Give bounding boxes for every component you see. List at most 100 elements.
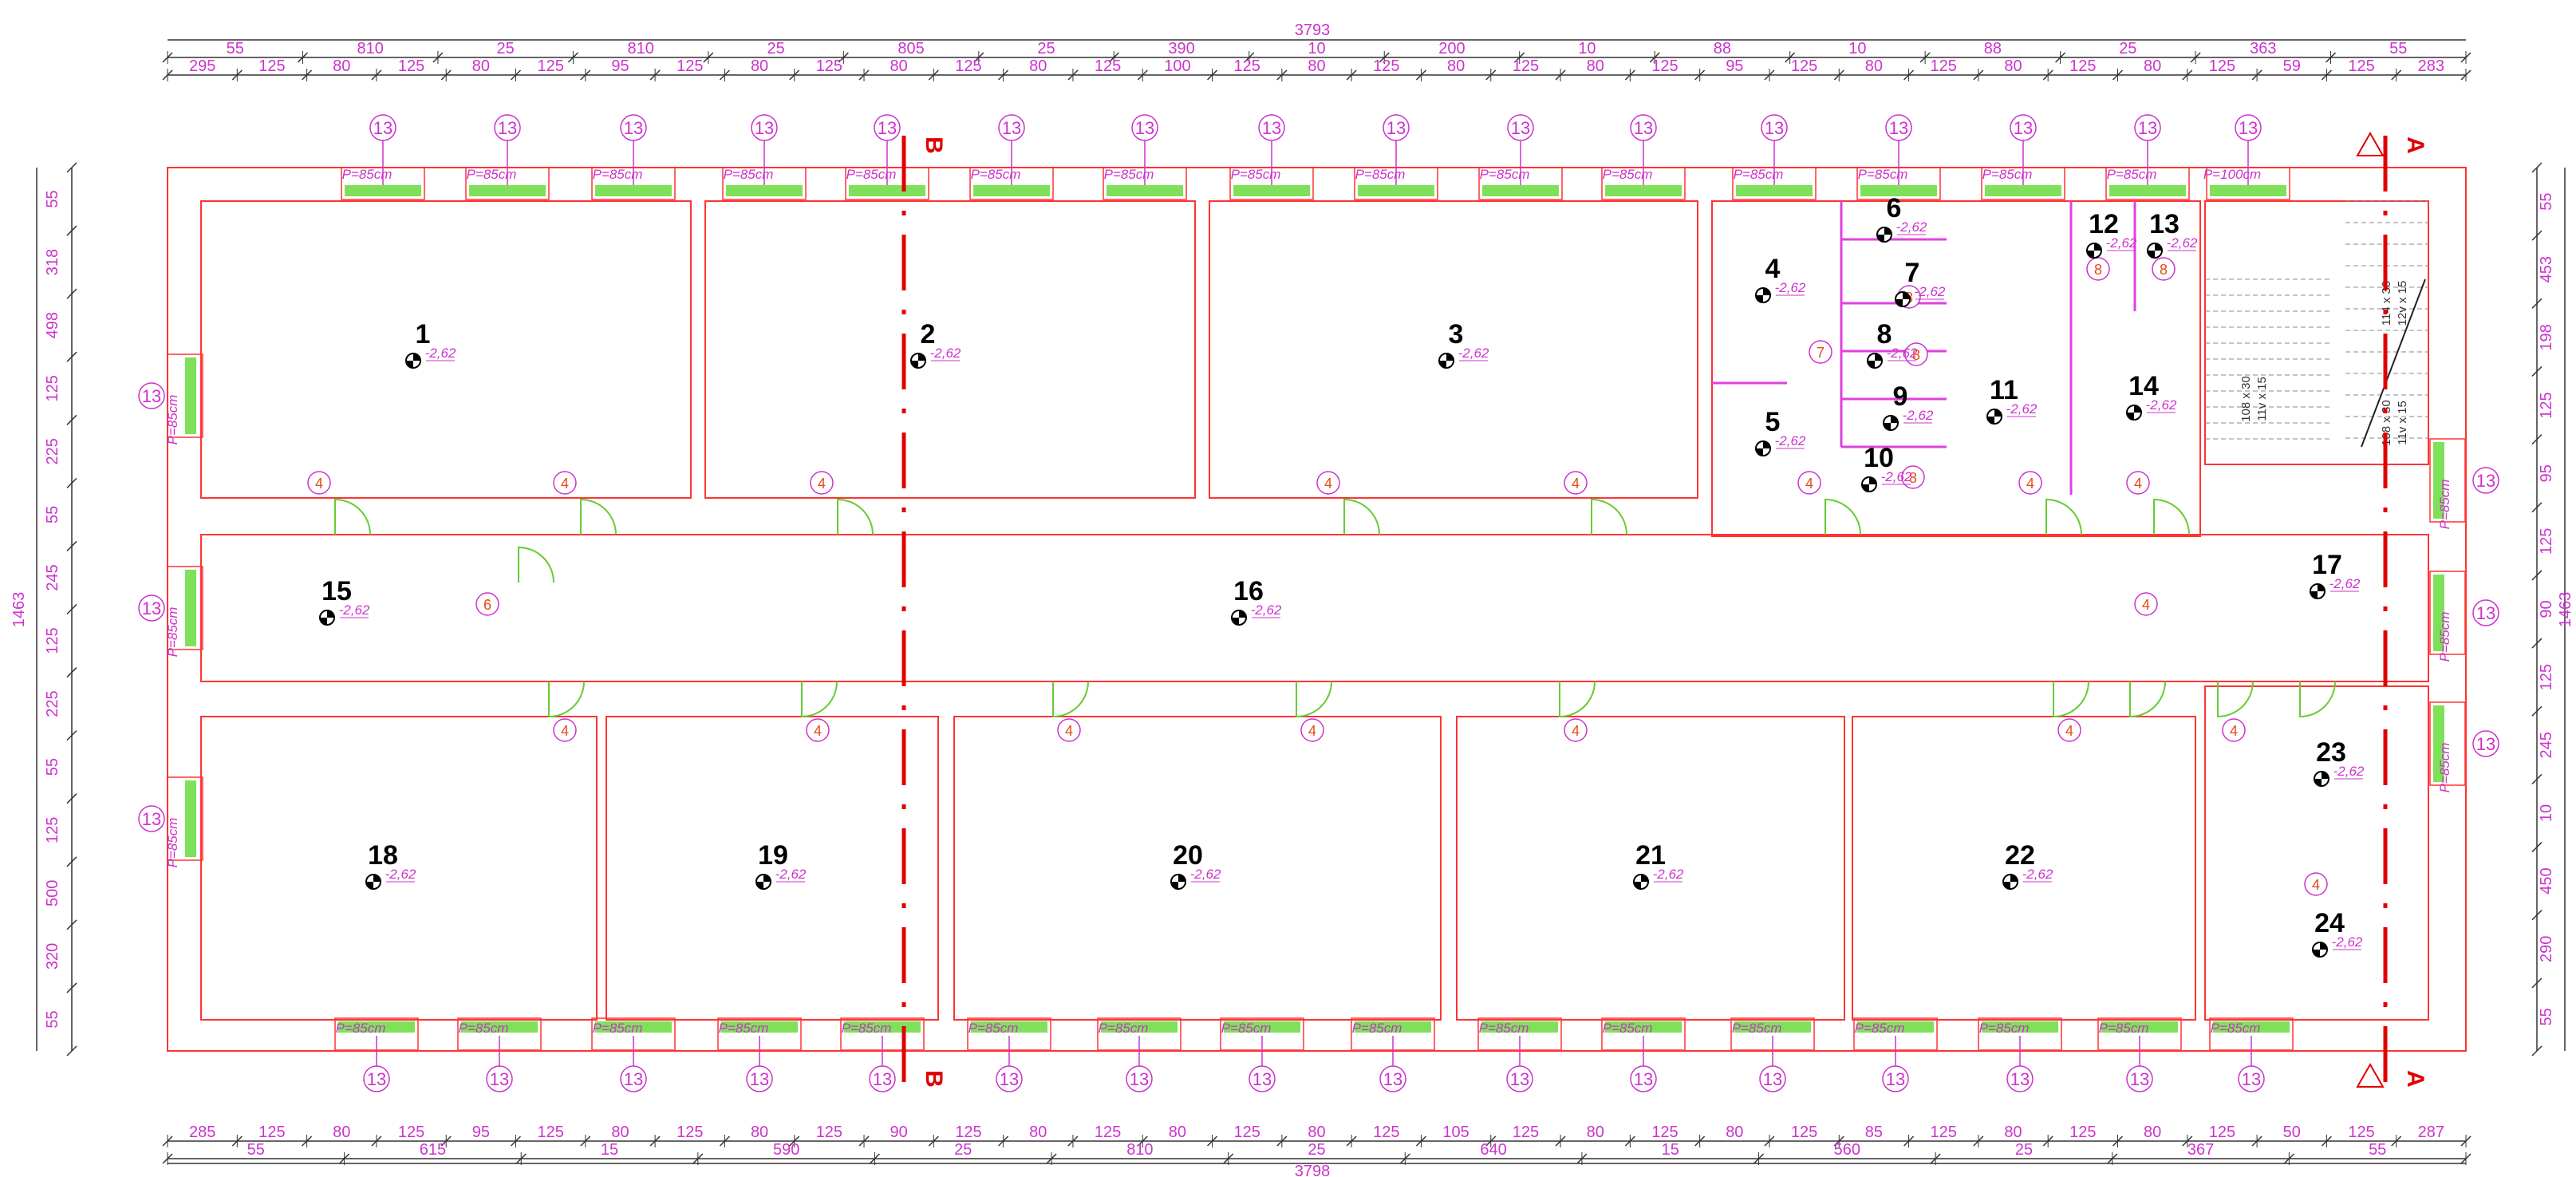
window-tag-circle xyxy=(494,114,521,141)
window-tag-circle xyxy=(1131,114,1158,141)
window-glass xyxy=(726,185,803,196)
window-sill-label: P=85cm xyxy=(1221,1021,1272,1036)
dim-label: 55 xyxy=(44,758,61,776)
level-marker-fill xyxy=(1877,227,1892,242)
window-frame xyxy=(2429,571,2466,655)
window-sill-label: P=85cm xyxy=(2099,1021,2149,1036)
window-tag-circle xyxy=(1383,114,1410,141)
dim-label: 125 xyxy=(2209,1124,2235,1141)
dim-label: 805 xyxy=(897,40,924,57)
stair-arrow xyxy=(2361,278,2426,448)
window-tag-circle xyxy=(2134,114,2161,141)
room-number: 11 xyxy=(1990,375,2018,405)
dim-label: 55 xyxy=(44,190,61,207)
dim-label: 125 xyxy=(677,57,703,75)
dim-tick xyxy=(66,856,77,867)
dim-label: 80 xyxy=(1447,57,1465,75)
window-sill-label: P=85cm xyxy=(2107,167,2157,182)
window-tag-circle xyxy=(1885,114,1912,141)
room-22: 22-2,62 xyxy=(2002,840,2053,890)
stair-block xyxy=(2204,200,2429,465)
dim-label: 25 xyxy=(1037,40,1055,57)
dim-label: 390 xyxy=(1168,40,1194,57)
room-16: 16-2,62 xyxy=(1231,576,1282,626)
dim-label: 88 xyxy=(1984,40,2002,57)
window-tag: 13 xyxy=(498,118,517,138)
door-tag: 8 xyxy=(1912,347,1920,363)
dim-label: 80 xyxy=(1169,1124,1186,1141)
window-tag: 13 xyxy=(1763,1069,1782,1089)
dim-tick xyxy=(66,351,77,362)
section-arrow xyxy=(2356,131,2385,156)
room-21: 21-2,62 xyxy=(1633,840,1684,890)
window-glass xyxy=(971,1021,1047,1033)
window-sill-label: P=85cm xyxy=(1858,167,1908,182)
dim-label: 125 xyxy=(1931,1124,1957,1141)
room-level: -2,62 xyxy=(2329,576,2361,591)
window-tag: 13 xyxy=(1634,1069,1653,1089)
dim-label: 125 xyxy=(1234,1124,1260,1141)
level-marker-fill xyxy=(2310,584,2325,598)
room-18: 18-2,62 xyxy=(365,840,416,890)
window-tag: 13 xyxy=(1886,1069,1905,1089)
dim-tick xyxy=(2531,298,2542,309)
dim-label: 80 xyxy=(1308,57,1325,75)
window-tag: 13 xyxy=(142,598,161,618)
window-glass xyxy=(2210,185,2286,196)
window-tag: 13 xyxy=(2239,118,2258,138)
level-marker-fill xyxy=(911,353,925,368)
room-3: 3-2,62 xyxy=(1438,319,1489,369)
outer-wall xyxy=(167,167,2467,1052)
room-20: 20-2,62 xyxy=(1170,840,1221,890)
dim-label: 283 xyxy=(2418,57,2444,75)
room-number: 15 xyxy=(322,576,352,606)
window-tag-circle xyxy=(1379,1065,1406,1092)
section-arrow xyxy=(2356,1062,2385,1088)
level-marker-fill xyxy=(1756,288,1770,302)
section-label-top: A xyxy=(2402,136,2428,154)
room-level: -2,62 xyxy=(1251,602,1282,618)
dim-label: 90 xyxy=(2538,600,2555,618)
window-tag: 13 xyxy=(2476,603,2495,623)
room-19-outline xyxy=(606,716,939,1021)
dim-overall-bottom: 3798 xyxy=(1295,1163,1331,1177)
room-level: -2,62 xyxy=(2332,934,2363,950)
door-swing xyxy=(1825,498,1861,535)
dim-label: 810 xyxy=(357,40,384,57)
door-tag-circle xyxy=(1057,718,1081,742)
dim-label: 105 xyxy=(1442,1124,1469,1141)
door-tag: 4 xyxy=(1324,476,1332,492)
dim-label: 80 xyxy=(2144,57,2161,75)
dim-label: 55 xyxy=(2389,40,2407,57)
door-tag-circle xyxy=(2057,718,2081,742)
dim-label: 125 xyxy=(1931,57,1957,75)
window-sill-label: P=85cm xyxy=(1732,1021,1782,1036)
window-sill-label: P=85cm xyxy=(1231,167,1281,182)
door-tag: 4 xyxy=(1805,476,1813,492)
window-tag: 13 xyxy=(624,1069,643,1089)
dim-tick xyxy=(2531,1045,2542,1057)
room-level: -2,62 xyxy=(1775,433,1806,448)
dim-tick xyxy=(66,477,77,488)
door-tag-circle xyxy=(1904,342,1928,366)
room-number: 20 xyxy=(1173,840,1203,871)
dim-label: 125 xyxy=(1234,57,1260,75)
dim-overall-top: 3793 xyxy=(1295,22,1331,39)
dim-tick xyxy=(66,982,77,993)
door-swing xyxy=(1052,681,1089,718)
window-glass xyxy=(185,780,196,857)
dim-label: 15 xyxy=(601,1141,618,1159)
room-number: 16 xyxy=(1233,576,1264,606)
window-glass xyxy=(2213,1021,2290,1033)
window-glass xyxy=(1107,185,1183,196)
room-number: 14 xyxy=(2128,371,2159,401)
room-1: 1-2,62 xyxy=(405,319,456,369)
window-glass xyxy=(721,1021,798,1033)
dim-label: 295 xyxy=(189,57,215,75)
dim-label: 125 xyxy=(2069,1124,2096,1141)
dim-label: 125 xyxy=(537,1124,563,1141)
window-sill-label: P=85cm xyxy=(2437,480,2452,530)
window-tag-circle xyxy=(2010,114,2037,141)
stair-flight1: 108 x 30 xyxy=(2239,376,2253,422)
door-tag: 7 xyxy=(1817,345,1825,361)
